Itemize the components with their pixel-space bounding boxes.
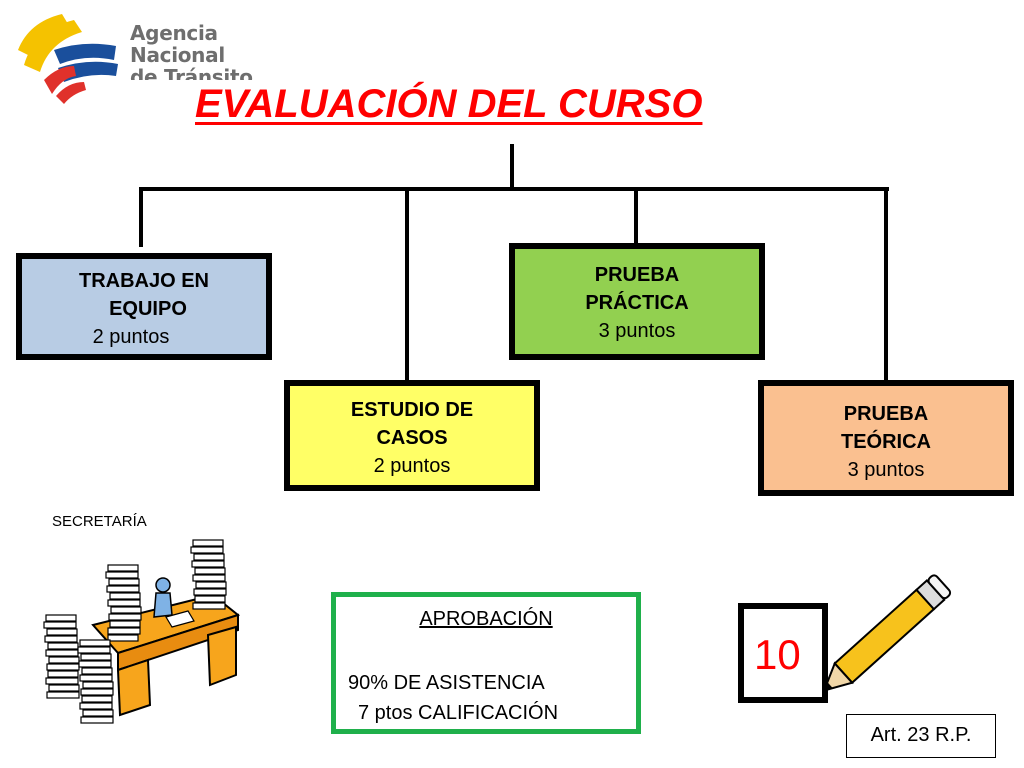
- score-value: 10: [754, 631, 801, 678]
- approval-heading: APROBACIÓN: [419, 608, 553, 630]
- box-estudio-de-casos: ESTUDIO DE CASOS 2 puntos: [284, 380, 540, 491]
- connector-vertical-main: [510, 144, 514, 190]
- box-trabajo-en-equipo: TRABAJO EN EQUIPO 2 puntos: [16, 253, 272, 360]
- box-prueba-teorica: PRUEBA TEÓRICA 3 puntos: [758, 380, 1014, 496]
- approval-box: APROBACIÓN 90% DE ASISTENCIA 7 ptos CALI…: [331, 592, 641, 734]
- reference-label: Art. 23 R.P.: [846, 714, 996, 758]
- connector-casos: [405, 187, 409, 383]
- box-prueba-practica: PRUEBA PRÁCTICA 3 puntos: [509, 243, 765, 360]
- secretary-desk-icon: [43, 539, 241, 724]
- score-card: 10: [738, 603, 828, 703]
- page-title: EVALUACIÓN DEL CURSO: [195, 82, 703, 126]
- pencil-icon: [822, 574, 952, 692]
- agency-logo-text: Agencia Nacional de Tránsito: [130, 22, 253, 80]
- agency-logo-icon: [18, 14, 118, 104]
- connector-practica: [634, 187, 638, 247]
- secretaria-label: SECRETARÍA: [52, 513, 147, 530]
- connector-trabajo: [139, 187, 143, 247]
- connector-teorica: [884, 187, 888, 383]
- approval-attendance: 90% DE ASISTENCIA: [348, 672, 545, 694]
- connector-horizontal: [139, 187, 889, 191]
- approval-grade: 7 ptos CALIFICACIÓN: [358, 702, 559, 724]
